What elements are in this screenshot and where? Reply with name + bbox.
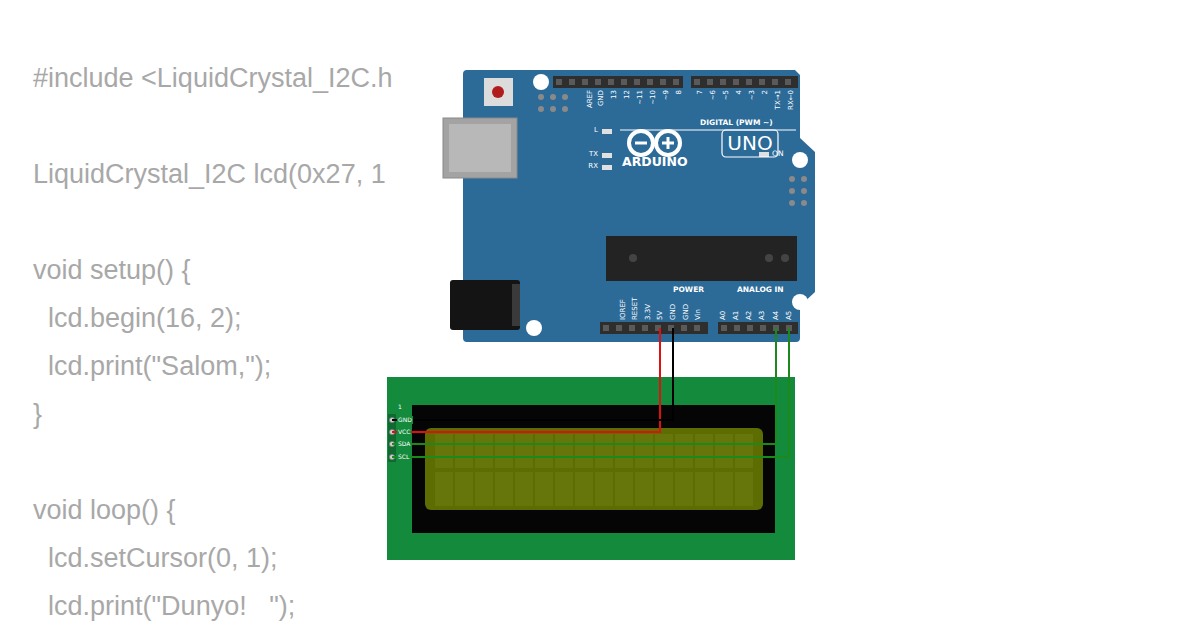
digital-pin-label: 2 (761, 90, 770, 116)
mounting-hole (526, 320, 542, 336)
lcd-bezel (412, 405, 775, 533)
reset-button (484, 78, 513, 106)
pin-header (691, 76, 798, 88)
lcd-pin-label: SCL (397, 453, 410, 461)
digital-pin-label: TX→1 (774, 90, 783, 116)
ground-wire (392, 328, 673, 420)
usb-port-face (449, 124, 511, 172)
lcd-i2c-module: 1GND VCC SDA SCL (387, 377, 795, 560)
lcd-pins (389, 417, 394, 459)
code-line: lcd.setCursor(0, 1); (33, 543, 278, 573)
analog-pin-label: A5 (785, 294, 794, 320)
lcd-pcb (387, 377, 795, 560)
header-title: ANALOG IN (737, 285, 784, 295)
lcd-pin-number: 1 (397, 403, 403, 411)
code-line: #include <LiquidCrystal_I2C.h (33, 63, 392, 93)
arduino-logo (629, 131, 680, 155)
power-jack-edge (512, 284, 520, 326)
power-jack (450, 280, 520, 330)
analog-pin-label: A2 (745, 294, 754, 320)
led-label: RX (568, 162, 598, 171)
pin-header (600, 322, 708, 334)
brand-name: ARDUINO (622, 155, 688, 170)
analog-pin-label: A3 (758, 294, 767, 320)
code-line: void setup() { (33, 255, 191, 285)
code-line: lcd.print("Dunyo! "); (33, 591, 295, 621)
model-name: UNO (722, 130, 778, 157)
header-title: DIGITAL (PWM ~) (700, 118, 773, 128)
code-line: void loop() { (33, 495, 176, 525)
led-label: L (568, 126, 598, 135)
power-pin-label: 3.3V (644, 294, 653, 320)
led (602, 165, 612, 170)
mounting-hole (792, 294, 808, 310)
digital-pin-label: AREF (586, 90, 595, 116)
icsp-header (789, 176, 807, 206)
digital-pin-label: 12 (623, 90, 632, 116)
digital-pin-label: ~10 (649, 90, 658, 116)
microcontroller-chip (606, 236, 797, 281)
led-label: TX (568, 150, 598, 159)
analog-pin-label: A4 (772, 294, 781, 320)
digital-pin-label: ~6 (709, 90, 718, 116)
mounting-hole (533, 74, 549, 90)
pin-header (553, 76, 683, 88)
digital-pin-label: 7 (696, 90, 705, 116)
lcd-pin-header (388, 414, 396, 462)
digital-pin-label: ~11 (636, 90, 645, 116)
digital-pin-label: GND (597, 90, 606, 116)
chip-mark (765, 254, 773, 262)
digital-pin-label: 13 (610, 90, 619, 116)
power-pin-label: Vin (694, 294, 703, 320)
code-line: LiquidCrystal_I2C lcd(0x27, 1 (33, 159, 386, 189)
led (602, 129, 612, 134)
power-pin-label: RESET (631, 294, 640, 320)
digital-pin-label: ~3 (748, 90, 757, 116)
scl-wire (392, 328, 789, 457)
power-pin-label: GND (682, 294, 691, 320)
power-pin-label: 5V (656, 294, 665, 320)
digital-pin-label: 4 (735, 90, 744, 116)
header-holes (556, 79, 792, 331)
icsp-header (538, 94, 568, 112)
analog-pin-label: A1 (732, 294, 741, 320)
digital-pin-label: RX←0 (787, 90, 796, 116)
lcd-pin-label: SDA (397, 440, 411, 448)
chip-mark (629, 254, 637, 262)
mounting-hole (792, 152, 808, 168)
code-line: lcd.begin(16, 2); (33, 303, 242, 333)
led (602, 153, 612, 158)
power-wire (392, 328, 660, 432)
led-label: ON (772, 149, 784, 159)
digital-pin-label: 8 (675, 90, 684, 116)
lcd-pin-label: VCC (397, 428, 411, 436)
sda-wire (392, 328, 776, 444)
code-line: } (33, 399, 42, 429)
analog-pin-label: A0 (719, 294, 728, 320)
pin-header (718, 322, 798, 334)
header-title: POWER (673, 285, 704, 295)
digital-pin-label: ~9 (662, 90, 671, 116)
lcd-display (425, 428, 763, 510)
digital-pin-label: ~5 (722, 90, 731, 116)
board-outline (463, 70, 815, 342)
power-pin-label: IOREF (619, 294, 628, 320)
arduino-uno-board: AREFGND1312~11~10~987~6~54~32TX→1RX←0DIG… (463, 70, 815, 342)
usb-port (443, 118, 517, 178)
model-badge (722, 130, 778, 157)
code-line: lcd.print("Salom,"); (33, 351, 271, 381)
lcd-pin-label: GND (397, 416, 413, 424)
power-pin-label: GND (669, 294, 678, 320)
reset-button-cap (492, 86, 504, 98)
chip-mark (781, 254, 789, 262)
